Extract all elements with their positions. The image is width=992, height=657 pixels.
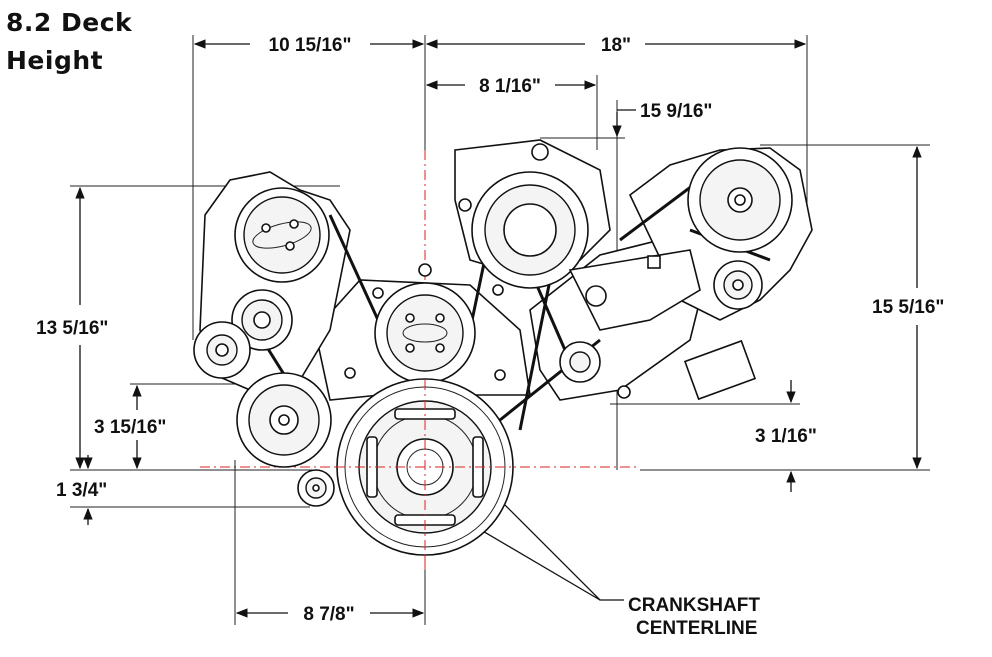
dim-bottom-left-height: 1 3/4" [56, 480, 107, 501]
dim-left-lower-height: 3 15/16" [94, 417, 166, 438]
crankshaft-label-line1: CRANKSHAFT [628, 595, 760, 616]
extension-lines [70, 35, 930, 625]
dimension-lines [75, 39, 922, 618]
dim-right-height: 15 5/16" [872, 297, 944, 318]
lower-left-pulley [236, 372, 332, 468]
deck-height-title-line2: Height [6, 46, 104, 75]
dim-top-left-width: 10 15/16" [269, 35, 352, 56]
dim-top-right-width: 18" [601, 35, 631, 56]
alternator [234, 187, 330, 283]
dim-right-offset: 15 9/16" [640, 101, 712, 122]
left-idlers [193, 289, 293, 379]
dim-right-lower-height: 3 1/16" [755, 426, 817, 447]
crank-centerlines-overlay [335, 380, 515, 570]
dim-mid-width: 8 1/16" [479, 76, 541, 97]
dim-bottom-width: 8 7/8" [303, 604, 354, 625]
center-pulley [344, 263, 506, 384]
deck-height-title-line1: 8.2 Deck [6, 8, 133, 37]
dim-left-height: 13 5/16" [36, 318, 108, 339]
crankshaft-label-line2: CENTERLINE [636, 618, 757, 639]
power-steering-pulley [458, 143, 589, 289]
tensioner-bracket [559, 249, 757, 401]
ac-compressor-pulley [687, 147, 793, 310]
bottom-idler [297, 469, 335, 507]
